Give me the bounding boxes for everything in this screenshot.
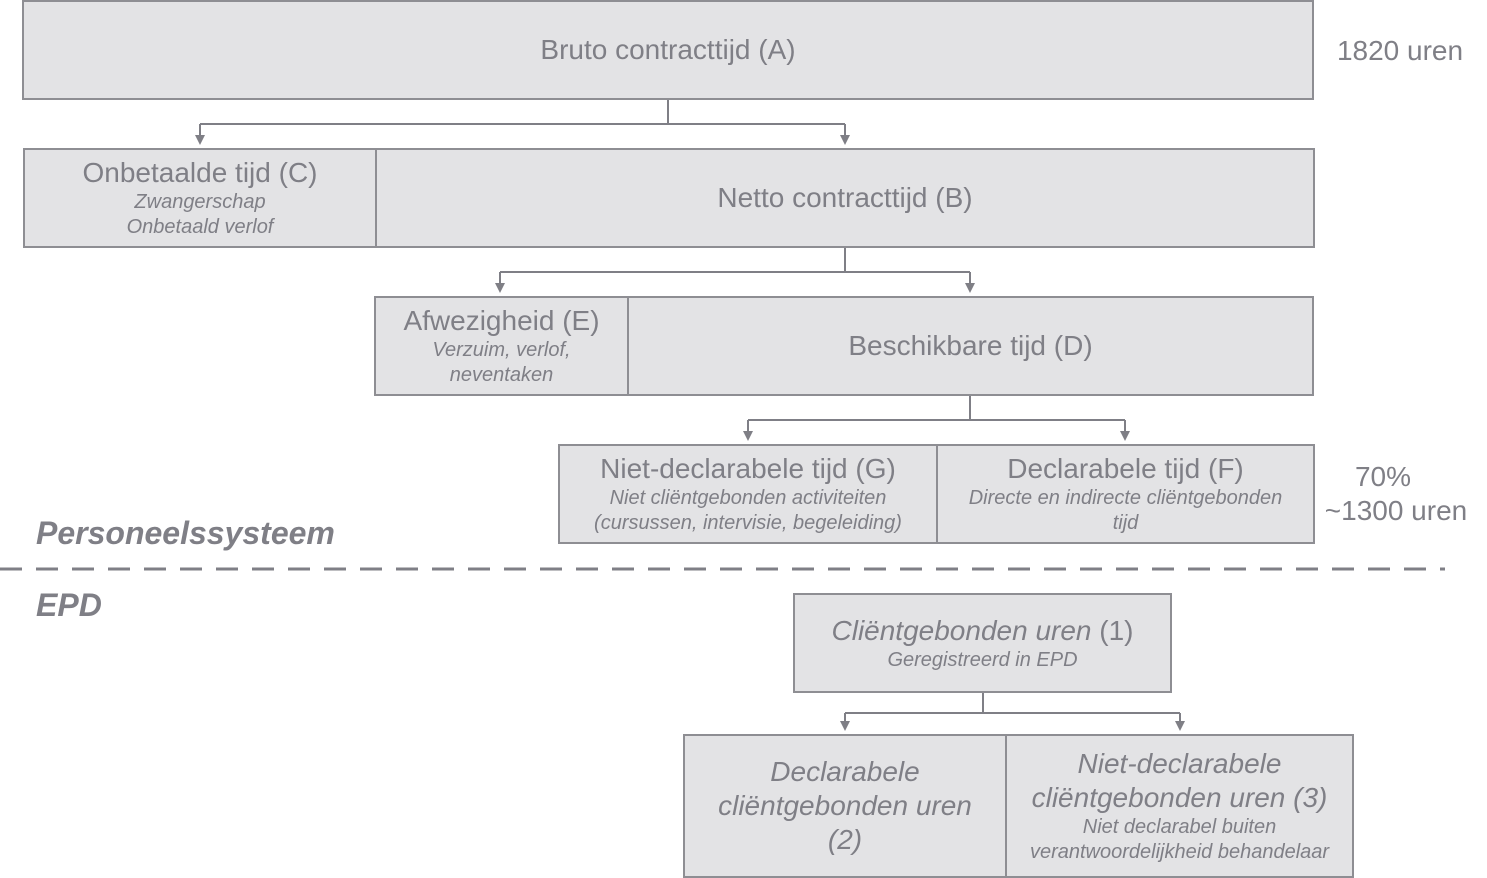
connector-b [500,248,970,273]
box-f-sub2: tijd [1112,512,1139,534]
box-c-sub2: Onbetaald verlof [126,216,274,238]
box-afwezigheid: Afwezigheid (E) Verzuim, verlof, neventa… [374,296,629,396]
box-1-title: Cliëntgebonden uren (1) [832,614,1134,648]
connector-d [748,396,1125,421]
box-3-sub1: Niet declarabel buiten [1082,816,1277,838]
box-clientgebonden-uren: Cliëntgebonden uren (1) Geregistreerd in… [793,593,1172,693]
box-2-line3: (2) [827,824,863,855]
box-g-sub1: Niet cliëntgebonden activiteiten [609,487,887,509]
section-label-personeelssysteem: Personeelssysteem [36,515,335,551]
box-onbetaalde-tijd: Onbetaalde tijd (C) Zwangerschap Onbetaa… [23,148,377,248]
box-e-sub1: Verzuim, verlof, [432,339,571,361]
box-netto-contracttijd: Netto contracttijd (B) [375,148,1315,248]
box-1-title-italic: Cliëntgebonden uren [831,614,1092,646]
section-label-epd: EPD [36,587,102,623]
box-c-title: Onbetaalde tijd (C) [82,157,318,188]
box-beschikbare-tijd: Beschikbare tijd (D) [627,296,1314,396]
box-e-sub2: neventaken [449,364,554,386]
box-niet-declarabele-tijd: Niet-declarabele tijd (G) Niet cliëntgeb… [558,444,938,544]
box-1-sub1: Geregistreerd in EPD [887,648,1078,671]
box-2-line2: cliëntgebonden uren [718,790,972,821]
connector-a [200,100,845,125]
box-f-title: Declarabele tijd (F) [1007,453,1244,484]
box-3-sub2: verantwoordelijkheid behandelaar [1029,841,1330,863]
box-declarabele-tijd: Declarabele tijd (F) Directe en indirect… [936,444,1315,544]
box-d-title: Beschikbare tijd (D) [848,330,1093,361]
box-f-sub1: Directe en indirecte cliëntgebonden [968,487,1283,509]
box-niet-declarabele-clientgebonden-uren: Niet-declarabele cliëntgebonden uren (3)… [1005,734,1354,878]
box-b-title: Netto contracttijd (B) [717,182,973,213]
label-1820-uren: 1820 uren [1336,35,1464,66]
box-3-line2: cliëntgebonden uren (3) [1031,782,1328,813]
box-g-sub2: (cursussen, intervisie, begeleiding) [594,512,902,534]
box-g-title: Niet-declarabele tijd (G) [600,453,896,484]
box-declarabele-clientgebonden-uren: Declarabele cliëntgebonden uren (2) [683,734,1007,878]
box-1-title-num: (1) [1091,614,1134,646]
box-bruto-contracttijd: Bruto contracttijd (A) [22,0,1314,100]
label-70-percent: 70% [1354,461,1412,492]
label-1300-uren: ~1300 uren [1324,495,1468,526]
box-e-title: Afwezigheid (E) [403,305,600,336]
box-2-line1: Declarabele [770,756,920,787]
box-3-line1: Niet-declarabele [1077,748,1282,779]
connector-1 [845,693,1180,714]
box-c-sub1: Zwangerschap [134,191,266,213]
box-a-title: Bruto contracttijd (A) [540,34,796,65]
